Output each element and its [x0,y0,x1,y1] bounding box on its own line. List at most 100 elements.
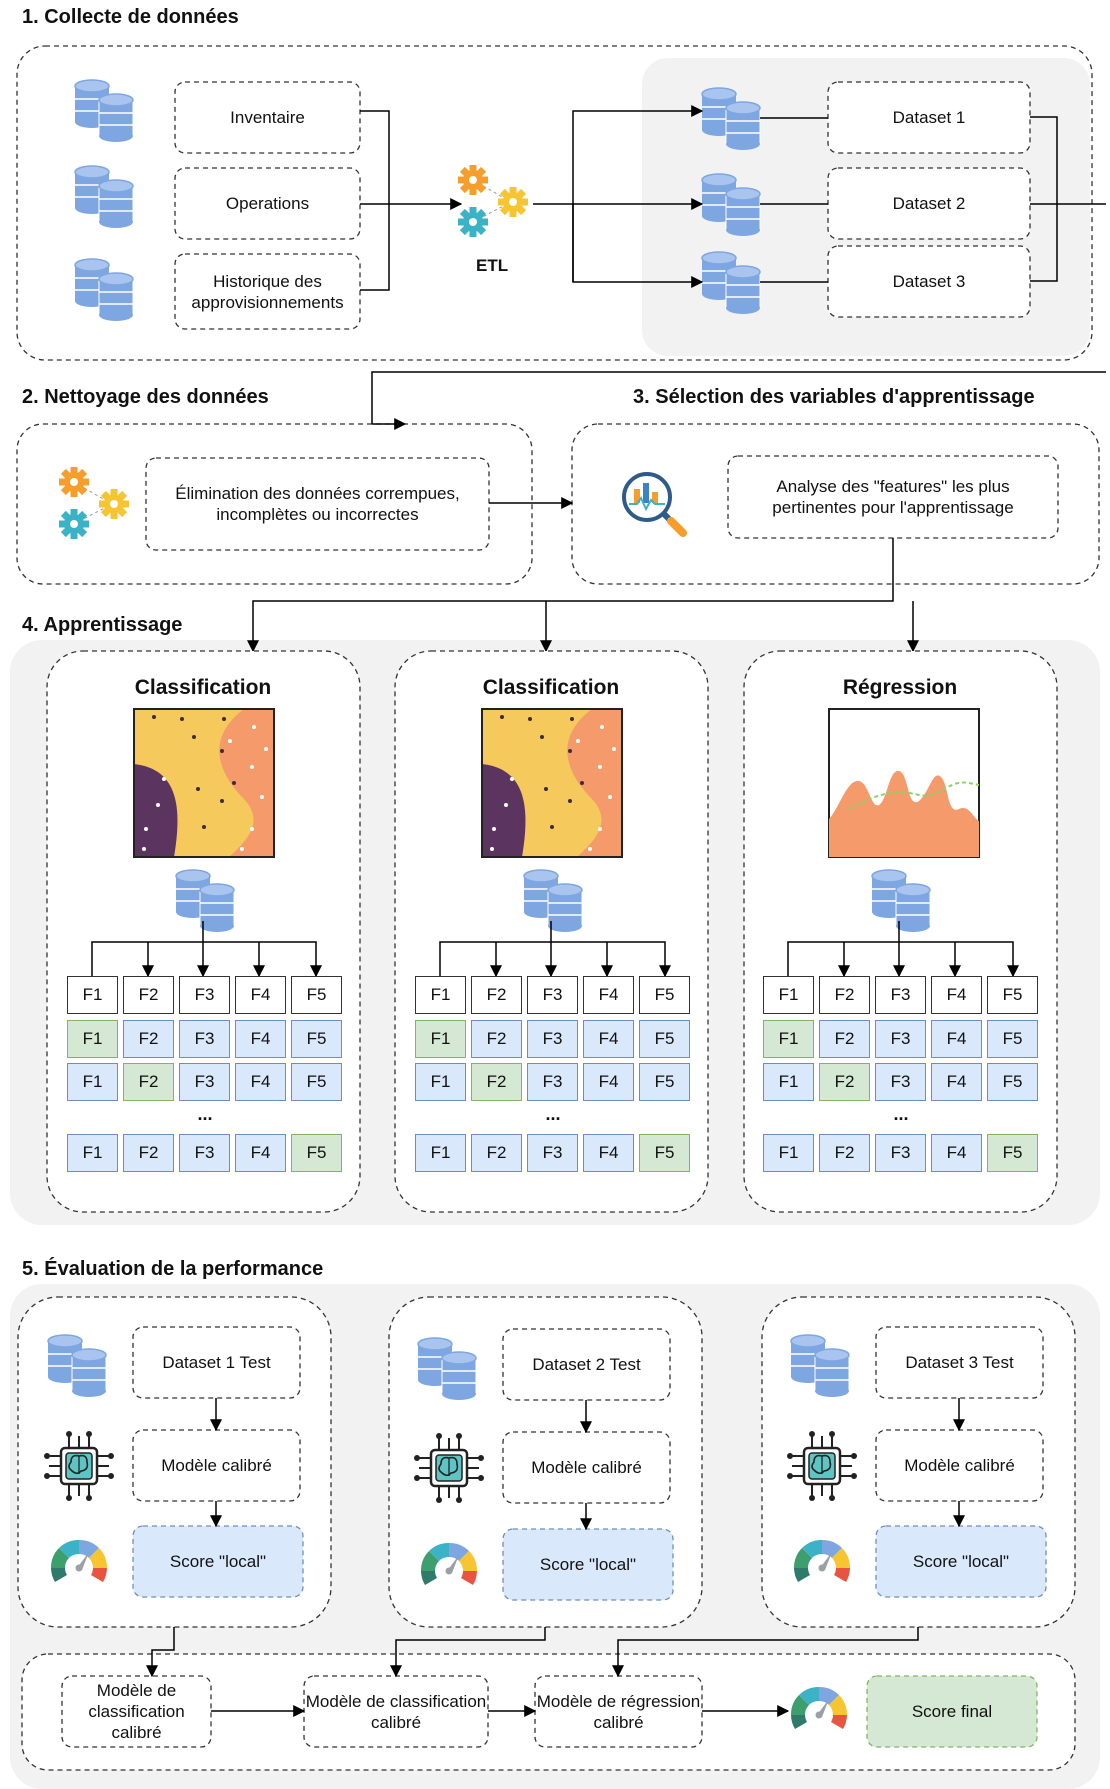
fold-cell-f4: F4 [931,1134,982,1172]
fold-cell-f4: F4 [235,1063,286,1101]
fold-cell-f3: F3 [179,1020,230,1058]
source-box-inventaire [174,81,361,154]
fold-cell-f1: F1 [763,1020,814,1058]
fold-cell-f4: F4 [931,1020,982,1058]
fold-cell-f1: F1 [763,1134,814,1172]
fold-cell-f5: F5 [639,1134,690,1172]
fold-cell-f2: F2 [471,976,522,1014]
cleaning-text: Élimination des données corrempues, inco… [175,484,460,524]
fold-cell-f3: F3 [179,1134,230,1172]
fold-cell-f3: F3 [527,1134,578,1172]
score-local-label-1: Score "local" [169,1552,267,1571]
fold-cell-f3: F3 [527,1020,578,1058]
fold-cell-f5: F5 [291,1020,342,1058]
source-box-historique [174,253,361,330]
score-final-label: Score final [911,1702,993,1721]
fold-cell-f3: F3 [875,1134,926,1172]
fold-cell-f1: F1 [763,976,814,1014]
fold-cell-f2: F2 [123,1063,174,1101]
fold-cell-f1: F1 [415,1063,466,1101]
section-1-title: 1. Collecte de données [22,6,239,28]
fold-cell-f1: F1 [67,1020,118,1058]
fold-cell-f1: F1 [67,1063,118,1101]
fold-cell-f2: F2 [819,1020,870,1058]
fold-cell-f4: F4 [931,976,982,1014]
learning-title-2: Classification [482,676,620,699]
fold-cell-f1: F1 [415,1020,466,1058]
source-label-inventaire: Inventaire [230,108,305,127]
fold-cell-f1: F1 [763,1063,814,1101]
final-model-label-3: Modèle de régression calibré [536,1691,701,1732]
fold-cell-f5: F5 [987,1020,1038,1058]
fold-cell-f2: F2 [123,976,174,1014]
fold-cell-f3: F3 [875,1020,926,1058]
model-label-1: Modèle calibré [161,1456,272,1475]
final-model-label-1: Modèle de classification calibré [88,1681,185,1742]
fold-cell-f3: F3 [527,1063,578,1101]
section-4-title: 4. Apprentissage [22,614,183,636]
fold-cell-f5: F5 [987,976,1038,1014]
fold-cell-f5: F5 [639,1020,690,1058]
learning-title-3: Régression [842,676,958,699]
fold-cell-f4: F4 [583,976,634,1014]
folds-ellipsis: ... [197,1104,213,1124]
fold-cell-f2: F2 [123,1020,174,1058]
folds-ellipsis: ... [545,1104,561,1124]
fold-cell-f1: F1 [415,1134,466,1172]
fold-cell-f1: F1 [67,1134,118,1172]
fold-cell-f5: F5 [987,1063,1038,1101]
section-3-title: 3. Sélection des variables d'apprentissa… [633,386,1035,408]
section-5-title: 5. Évaluation de la performance [22,1258,324,1280]
folds-ellipsis: ... [893,1104,909,1124]
source-label-operations: Operations [225,194,310,213]
fold-cell-f2: F2 [123,1134,174,1172]
fold-cell-f2: F2 [471,1063,522,1101]
fold-cell-f5: F5 [987,1134,1038,1172]
fold-cell-f4: F4 [235,1134,286,1172]
selection-text: Analyse des "features" les plus pertinen… [772,477,1014,517]
model-label-2: Modèle calibré [531,1458,642,1477]
dataset-label-1: Dataset 1 [892,108,966,127]
fold-cell-f2: F2 [819,1134,870,1172]
score-final-box [866,1675,1038,1748]
fold-cell-f3: F3 [527,976,578,1014]
fold-cell-f1: F1 [415,976,466,1014]
test-label-1: Dataset 1 Test [162,1353,271,1372]
fold-cell-f5: F5 [291,1134,342,1172]
fold-cell-f3: F3 [179,976,230,1014]
regression-plot [828,708,980,858]
score-local-label-2: Score "local" [539,1555,637,1574]
etl-label: ETL [476,256,509,275]
fold-cell-f3: F3 [179,1063,230,1101]
fold-cell-f4: F4 [583,1020,634,1058]
fold-cell-f5: F5 [639,1063,690,1101]
classification-plot-2 [481,708,623,858]
test-label-3: Dataset 3 Test [905,1353,1014,1372]
classification-plot-1 [133,708,275,858]
test-label-2: Dataset 2 Test [532,1355,641,1374]
fold-cell-f1: F1 [67,976,118,1014]
source-label-historique: Historique des approvisionnements [191,271,344,312]
fold-cell-f2: F2 [471,1134,522,1172]
fold-cell-f4: F4 [235,1020,286,1058]
cleaning-box [145,457,490,551]
fold-cell-f4: F4 [583,1134,634,1172]
fold-cell-f5: F5 [639,976,690,1014]
fold-cell-f2: F2 [819,976,870,1014]
fold-cell-f2: F2 [471,1020,522,1058]
fold-cell-f4: F4 [583,1063,634,1101]
fold-cell-f2: F2 [819,1063,870,1101]
fold-cell-f5: F5 [291,1063,342,1101]
score-local-label-3: Score "local" [912,1552,1010,1571]
dataset-label-3: Dataset 3 [892,272,966,291]
section-2-title: 2. Nettoyage des données [22,386,269,408]
source-box-operations [174,167,361,240]
fold-cell-f3: F3 [875,976,926,1014]
fold-cell-f3: F3 [875,1063,926,1101]
fold-cell-f5: F5 [291,976,342,1014]
final-model-label-2: Modèle de classification calibré [305,1691,487,1732]
learning-title-1: Classification [134,676,272,699]
fold-cell-f4: F4 [235,976,286,1014]
fold-cell-f4: F4 [931,1063,982,1101]
model-label-3: Modèle calibré [904,1456,1015,1475]
